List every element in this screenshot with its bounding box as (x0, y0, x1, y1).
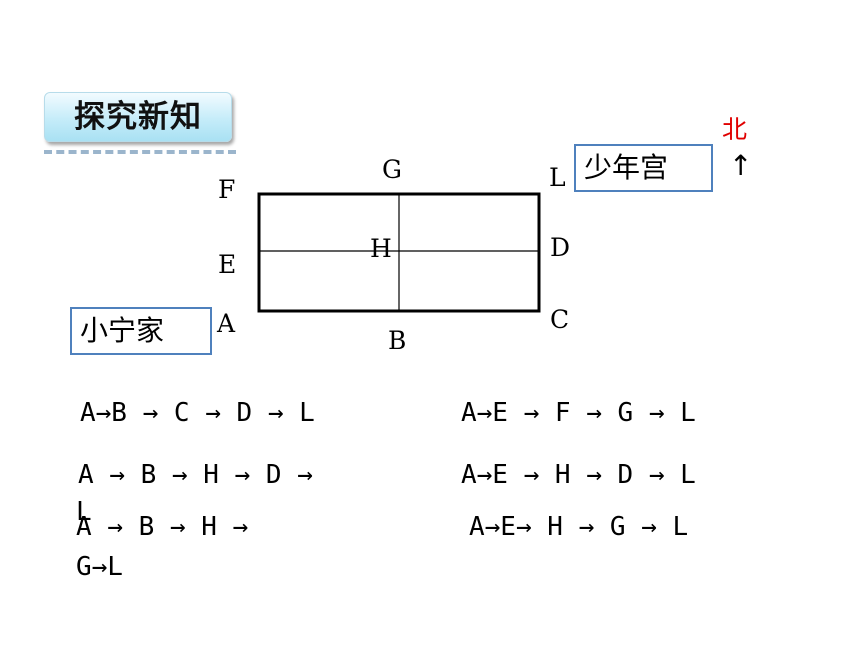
home-label-box: 小宁家 (70, 307, 212, 355)
route-3-continued: L (76, 497, 92, 527)
route-6: A→E→ H → G → L (469, 512, 689, 542)
north-arrow-icon: ↑ (729, 149, 753, 182)
section-title: 探究新知 (74, 99, 202, 135)
point-label-a: A (217, 309, 236, 338)
palace-label-box: 少年宫 (574, 144, 713, 192)
north-label: 北 (722, 115, 748, 144)
point-label-l: L (549, 163, 566, 192)
point-label-f: F (218, 175, 236, 204)
route-5-continued: G→L (76, 552, 123, 582)
point-label-h: H (370, 234, 392, 263)
route-4: A→E → H → D → L (461, 460, 696, 490)
title-underline (44, 150, 236, 154)
route-3: A → B → H → D → (78, 460, 313, 490)
route-5: A → B → H → (76, 512, 249, 542)
point-label-c: C (550, 305, 570, 334)
route-2: A→E → F → G → L (461, 398, 696, 428)
point-label-b: B (388, 326, 407, 355)
point-label-g: G (382, 155, 402, 184)
point-label-e: E (218, 250, 237, 279)
point-label-d: D (550, 233, 571, 262)
route-1: A→B → C → D → L (80, 398, 315, 428)
section-title-badge: 探究新知 (44, 92, 232, 142)
